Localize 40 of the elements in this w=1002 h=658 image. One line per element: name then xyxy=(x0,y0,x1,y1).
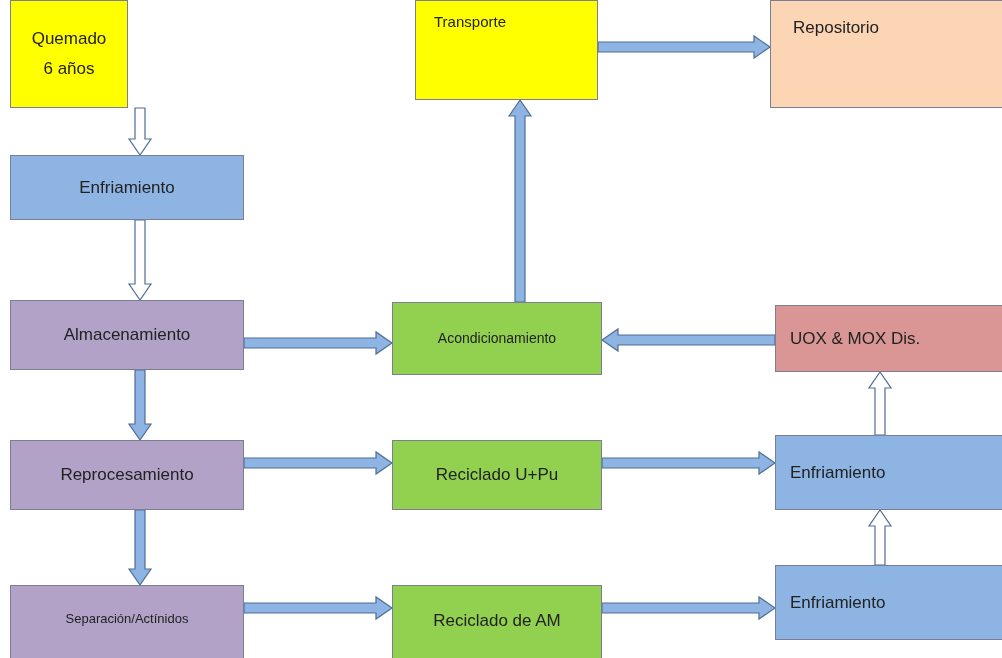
box-label: Acondicionamiento xyxy=(437,329,557,349)
block-arrow xyxy=(597,34,772,60)
process-box xyxy=(775,435,1002,510)
block-arrow xyxy=(600,327,776,353)
process-box xyxy=(10,585,244,658)
block-arrow xyxy=(127,509,153,587)
block-arrow xyxy=(507,98,533,303)
block-arrow xyxy=(127,369,153,442)
box-label: Reciclado de AM xyxy=(433,610,561,633)
block-arrow xyxy=(601,450,777,476)
block-arrow xyxy=(127,219,153,302)
process-box xyxy=(10,300,244,370)
process-box xyxy=(775,305,1002,372)
process-box xyxy=(10,440,244,510)
block-arrow xyxy=(243,450,394,476)
process-box xyxy=(10,155,244,220)
process-box xyxy=(392,440,602,510)
box-label: Enfriamiento xyxy=(790,461,886,484)
block-arrow xyxy=(867,370,893,436)
box-label: Enfriamiento xyxy=(790,591,886,614)
box-label: Reciclado U+Pu xyxy=(435,464,559,487)
box-label: Separación/Actínidos xyxy=(65,609,189,628)
box-label: Reprocesamiento xyxy=(60,464,194,487)
box-label: Quemado 6 años xyxy=(30,28,108,80)
box-label: Repositorio xyxy=(793,17,879,39)
process-box xyxy=(392,302,602,375)
process-box xyxy=(775,565,1002,640)
box-label: Transporte xyxy=(434,12,506,32)
block-arrow xyxy=(867,508,893,566)
process-box xyxy=(770,0,1002,108)
box-label: Enfriamiento xyxy=(79,176,175,199)
block-arrow xyxy=(243,330,394,356)
process-box xyxy=(415,0,598,100)
block-arrow xyxy=(601,595,777,621)
box-label: UOX & MOX Dis. xyxy=(790,327,921,350)
process-box xyxy=(10,0,128,108)
block-arrow xyxy=(243,595,394,621)
box-label: Almacenamiento xyxy=(63,324,191,347)
process-box xyxy=(392,585,602,658)
block-arrow xyxy=(127,107,153,157)
